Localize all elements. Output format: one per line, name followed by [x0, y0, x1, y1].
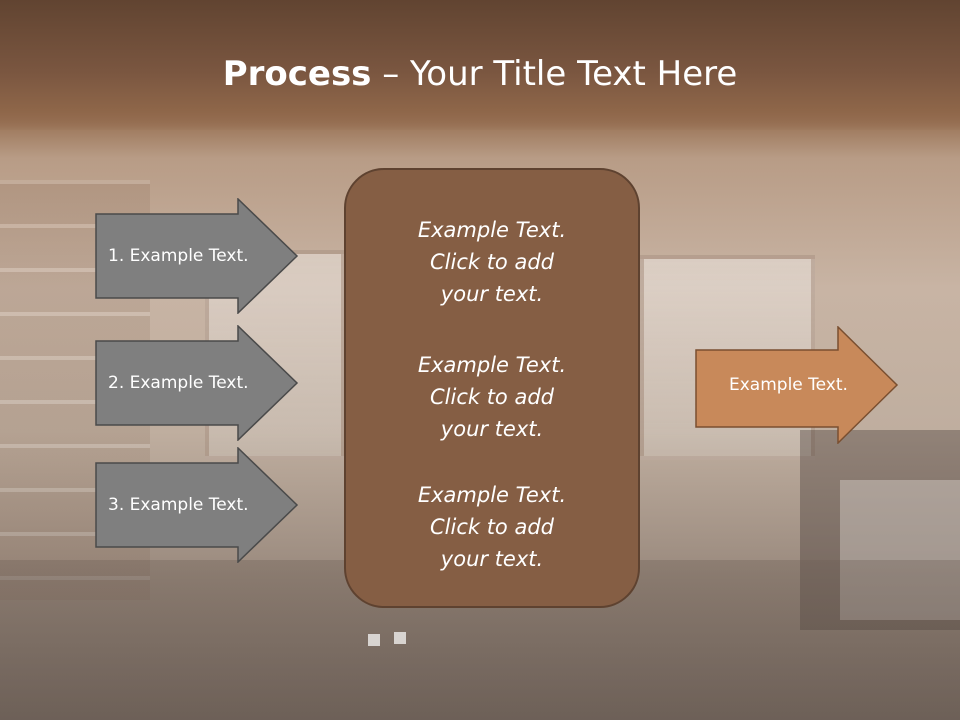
center-text-line: Example Text.	[417, 218, 567, 242]
arrow-shape-icon	[95, 325, 299, 441]
decorative-square	[394, 632, 406, 644]
center-text-block-2[interactable]: Example Text. Click to add your text.	[346, 349, 638, 445]
center-text-line: Example Text.	[417, 353, 567, 377]
center-text-line: your text.	[440, 417, 544, 441]
center-text-line: your text.	[440, 282, 544, 306]
step-arrow-1[interactable]: 1. Example Text.	[95, 198, 299, 314]
step-label-1: 1. Example Text.	[108, 246, 249, 266]
step-label-2: 2. Example Text.	[108, 373, 249, 393]
center-text-line: Example Text.	[417, 483, 567, 507]
decorative-square	[368, 634, 380, 646]
arrow-shape-icon	[95, 447, 299, 563]
title-bar	[0, 0, 960, 130]
center-text-box[interactable]: Example Text. Click to add your text. Ex…	[344, 168, 640, 608]
center-text-line: your text.	[440, 547, 544, 571]
slide-title[interactable]: Process – Your Title Text Here	[0, 52, 960, 96]
center-text-line: Click to add	[429, 515, 554, 539]
result-arrow[interactable]: Example Text.	[695, 326, 899, 444]
step-label-3: 3. Example Text.	[108, 495, 249, 515]
title-bold: Process	[222, 54, 372, 94]
center-text-block-1[interactable]: Example Text. Click to add your text.	[346, 214, 638, 310]
background-fireplace	[800, 430, 960, 630]
arrow-shape-icon	[95, 198, 299, 314]
step-arrow-3[interactable]: 3. Example Text.	[95, 447, 299, 563]
title-rest: – Your Title Text Here	[371, 54, 738, 94]
result-label: Example Text.	[729, 375, 848, 395]
step-arrow-2[interactable]: 2. Example Text.	[95, 325, 299, 441]
background-fireplace-opening	[840, 480, 960, 620]
center-text-line: Click to add	[429, 250, 554, 274]
center-text-line: Click to add	[429, 385, 554, 409]
center-text-block-3[interactable]: Example Text. Click to add your text.	[346, 479, 638, 575]
arrow-shape-icon	[695, 326, 899, 444]
